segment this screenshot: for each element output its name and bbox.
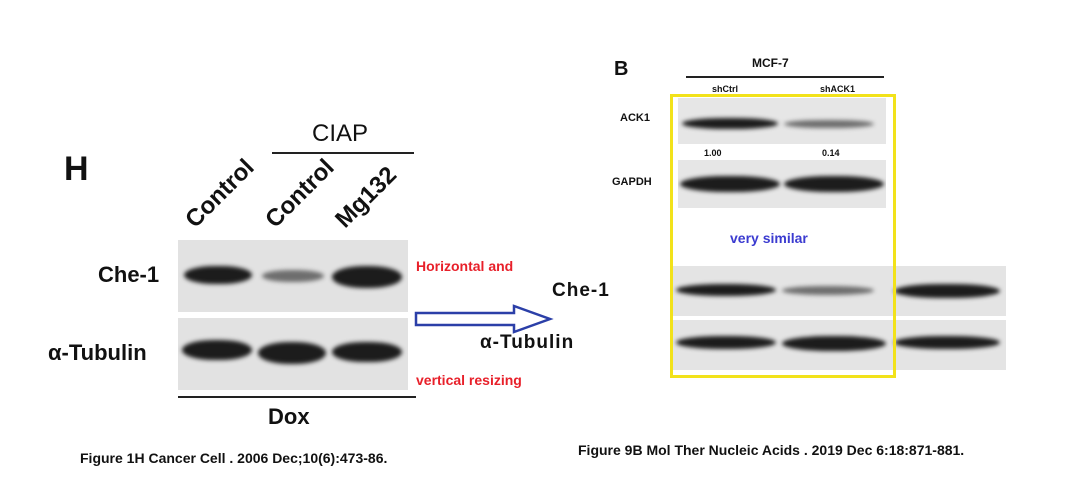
right-lane-label-shctrl: shCtrl xyxy=(712,84,739,94)
right-blot-ack1 xyxy=(678,98,886,144)
right-blot-tubulin xyxy=(672,320,1006,370)
left-lane-label-2: Control xyxy=(260,153,340,234)
right-row-label-che1: Che-1 xyxy=(552,280,610,301)
right-lane-label-shack1: shACK1 xyxy=(820,84,856,94)
right-panel-letter: B xyxy=(614,58,629,80)
right-blot-che1 xyxy=(672,266,1006,316)
similarity-note: very similar xyxy=(730,230,808,246)
cell-line-label: MCF-7 xyxy=(752,56,789,70)
ciap-group-line xyxy=(272,152,414,154)
dox-label: Dox xyxy=(268,404,310,429)
quant-value-2: 0.14 xyxy=(822,148,840,158)
arrow-right-icon xyxy=(414,304,554,334)
left-caption: Figure 1H Cancer Cell . 2006 Dec;10(6):4… xyxy=(80,450,388,466)
quant-value-1: 1.00 xyxy=(704,148,722,158)
left-panel-letter: H xyxy=(64,150,89,188)
right-row-label-ack1: ACK1 xyxy=(620,112,650,124)
cell-line-line xyxy=(686,76,884,78)
left-lane-label-1: Control xyxy=(180,153,260,234)
highlight-box xyxy=(670,94,896,378)
left-lane-label-3: Mg132 xyxy=(330,161,403,234)
left-blot-tubulin xyxy=(178,318,408,390)
left-row-label-tubulin: α-Tubulin xyxy=(48,340,147,365)
right-row-label-gapdh: GAPDH xyxy=(612,176,652,188)
right-caption: Figure 9B Mol Ther Nucleic Acids . 2019 … xyxy=(578,442,965,458)
right-blot-gapdh xyxy=(678,160,886,208)
left-row-label-che1: Che-1 xyxy=(98,262,160,287)
resize-note-bottom: vertical resizing xyxy=(416,372,522,388)
resize-note-top: Horizontal and xyxy=(416,258,514,274)
dox-line xyxy=(178,396,416,398)
ciap-group-label: CIAP xyxy=(312,120,369,147)
left-blot-che1 xyxy=(178,240,408,312)
right-row-label-tubulin: α-Tubulin xyxy=(480,332,575,353)
